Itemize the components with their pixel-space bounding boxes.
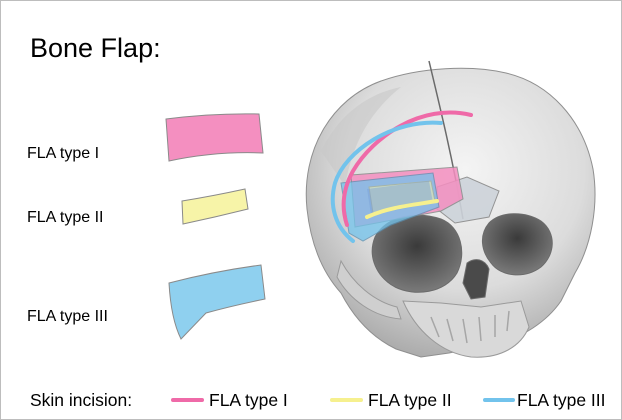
flap-type-2: FLA type II: [27, 189, 248, 226]
flap-type-1-swatch: [166, 114, 263, 161]
flap-type-2-swatch: [182, 189, 248, 224]
flap-type-3-swatch: [169, 265, 265, 339]
incision-legend: Skin incision: FLA type I FLA type II FL…: [30, 390, 606, 410]
figure-title: Bone Flap:: [30, 33, 161, 63]
flap-type-1: FLA type I: [27, 114, 263, 162]
flap-type-1-label: FLA type I: [27, 145, 99, 162]
flap-type-3: FLA type III: [27, 265, 265, 339]
legend-label-type-3: FLA type III: [517, 390, 606, 410]
flap-type-3-label: FLA type III: [27, 308, 108, 325]
legend-label-type-1: FLA type I: [209, 390, 288, 410]
legend-label-type-2: FLA type II: [368, 390, 452, 410]
flap-type-2-label: FLA type II: [27, 209, 103, 226]
legend-heading: Skin incision:: [30, 390, 132, 410]
